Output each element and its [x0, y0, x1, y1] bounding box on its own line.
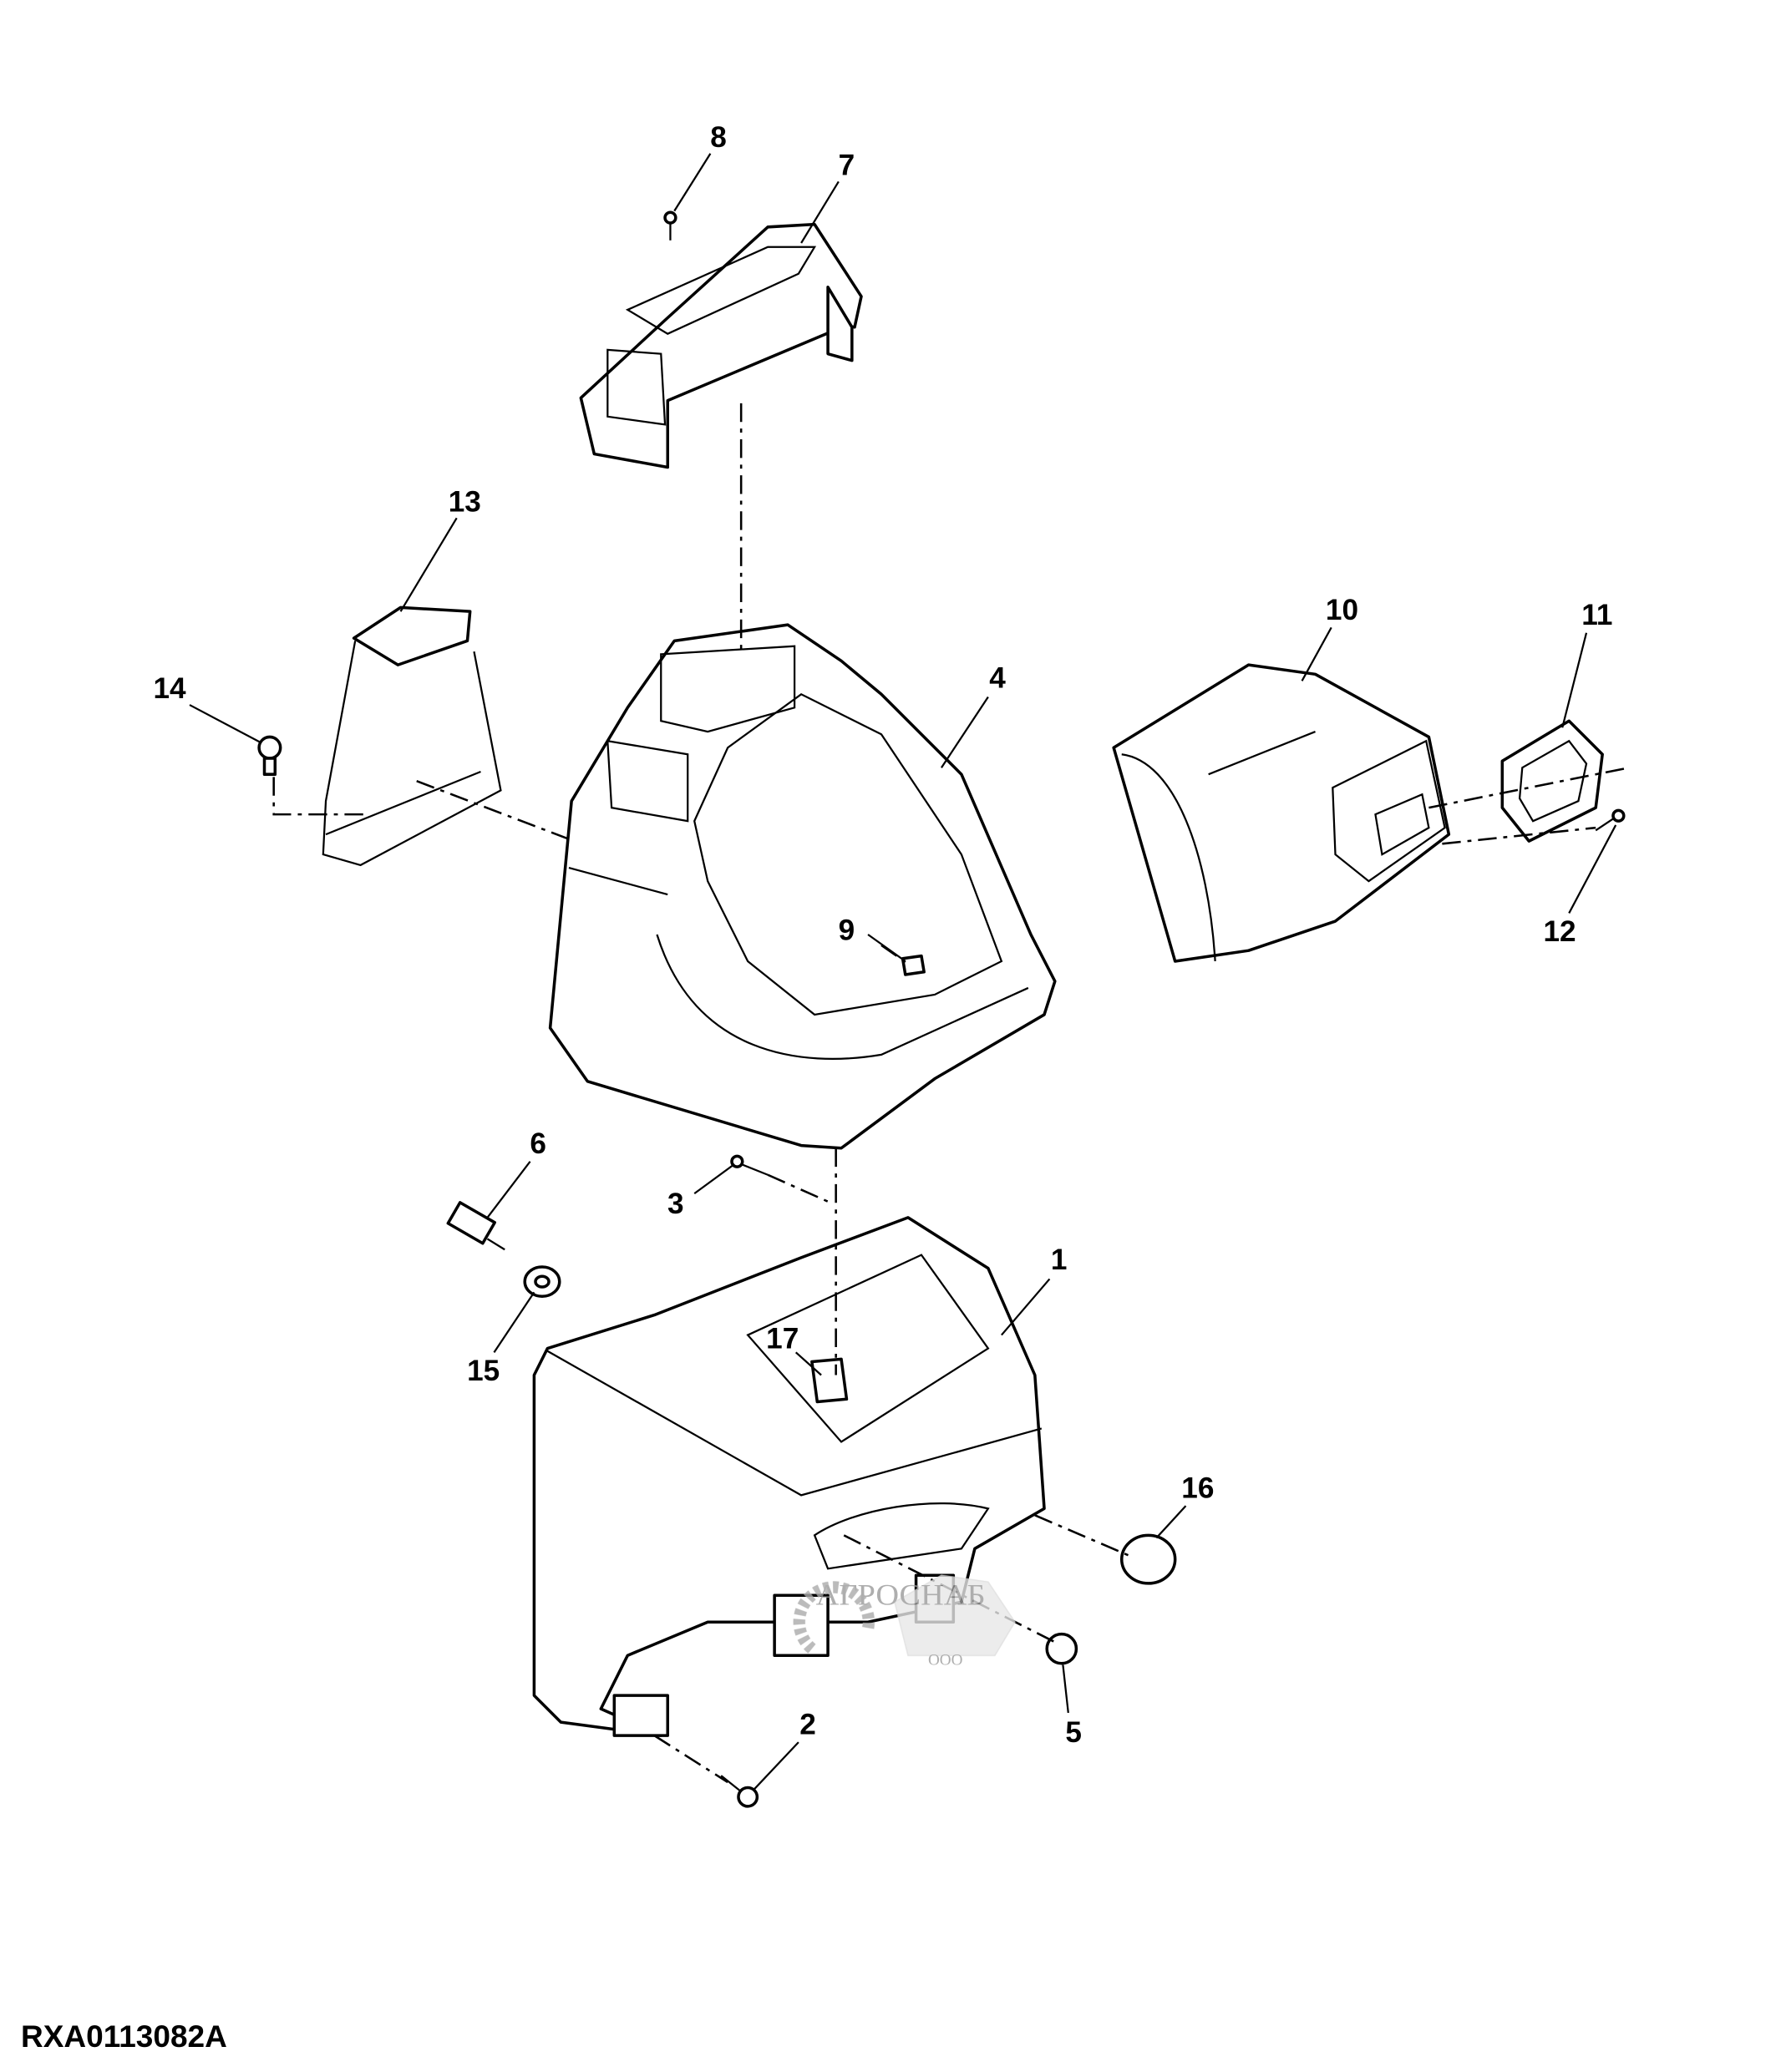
part-10-duct [1112, 663, 1451, 963]
callout-2: 2 [799, 1709, 816, 1741]
watermark-logo: ООО АГРОСНАБ [793, 1574, 1016, 1669]
callout-5: 5 [1065, 1716, 1082, 1749]
callout-7: 7 [839, 149, 855, 181]
callout-10: 10 [1326, 594, 1358, 626]
callout-3: 3 [667, 1188, 684, 1220]
part-4-console-cover [548, 623, 1057, 1150]
part-11-bezel [1500, 719, 1604, 843]
part-7-upper-tray [579, 222, 863, 469]
callout-12: 12 [1543, 915, 1576, 948]
assembly-lines [272, 403, 1630, 1784]
part-8-screw [663, 210, 677, 241]
part-1-lower-console [532, 1216, 1046, 1737]
part-14-bolt [257, 735, 282, 776]
callout-13: 13 [449, 485, 481, 518]
part-6-switch [446, 1201, 505, 1251]
callout-8: 8 [710, 121, 727, 154]
part-12-screw [1595, 808, 1626, 832]
figure-code: RXA0113082A [21, 2019, 227, 2054]
part-13-bracket [322, 605, 502, 867]
part-3-screw [730, 1154, 769, 1176]
callout-17: 17 [766, 1323, 799, 1355]
part-17-clip [810, 1357, 849, 1404]
callout-4: 4 [989, 661, 1006, 694]
callout-labels: 8 7 13 14 4 10 11 9 12 6 3 1 17 15 16 2 … [153, 121, 1612, 1749]
callout-15: 15 [467, 1355, 500, 1387]
part-16-plug [1119, 1533, 1177, 1585]
part-15-washer [523, 1265, 561, 1298]
callout-1: 1 [1051, 1244, 1068, 1276]
callout-14: 14 [153, 672, 186, 705]
leader-lines [189, 153, 1617, 1790]
watermark-prefix: ООО [928, 1651, 963, 1669]
part-2-bolt [720, 1775, 759, 1808]
callout-11: 11 [1581, 599, 1612, 631]
watermark-name: АГРОСНАБ [816, 1578, 986, 1612]
callout-16: 16 [1181, 1472, 1214, 1505]
callout-6: 6 [530, 1127, 546, 1160]
callout-9: 9 [839, 914, 855, 946]
part-5-grommet [1045, 1632, 1078, 1665]
part-9-clip [901, 954, 926, 976]
